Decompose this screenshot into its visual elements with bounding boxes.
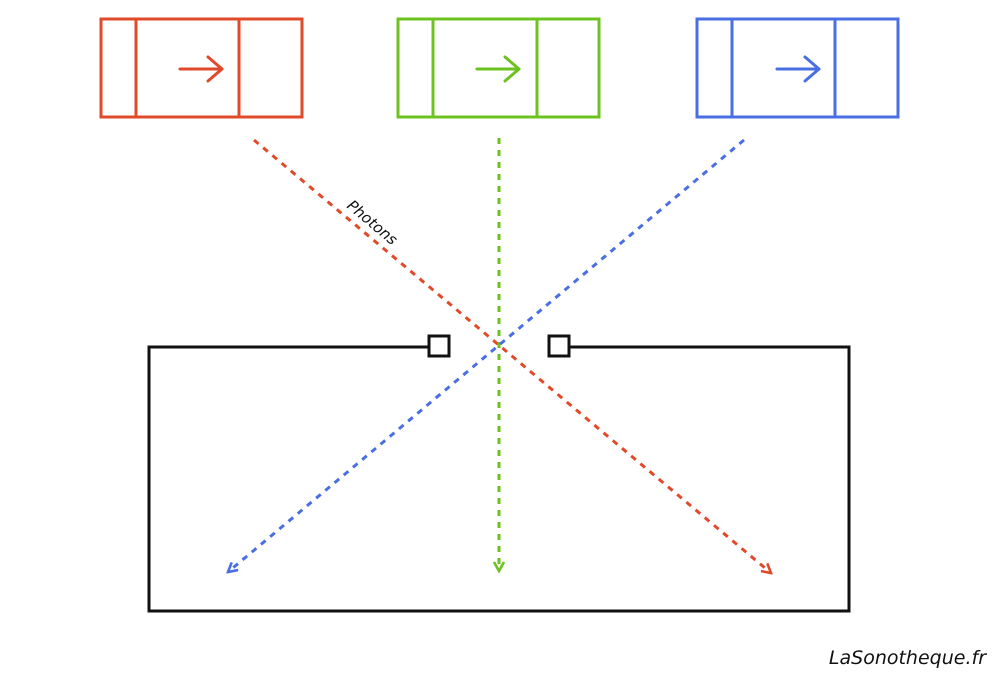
arrow-right-icon (178, 55, 224, 83)
slit-edge-right (547, 334, 571, 358)
source-blue (695, 17, 900, 119)
beam-label-photons: Photons (343, 196, 401, 249)
credit-text[interactable]: LaSonotheque.fr (828, 647, 986, 669)
slit-edge-left (427, 334, 451, 358)
enclosure (147, 334, 851, 613)
beam-blue (228, 138, 745, 572)
arrow-right-icon (475, 55, 521, 83)
enclosure-outline (147, 345, 851, 613)
source-green (396, 17, 601, 119)
arrow-right-icon (775, 55, 821, 83)
source-red (99, 17, 304, 119)
beam-red (253, 138, 771, 573)
